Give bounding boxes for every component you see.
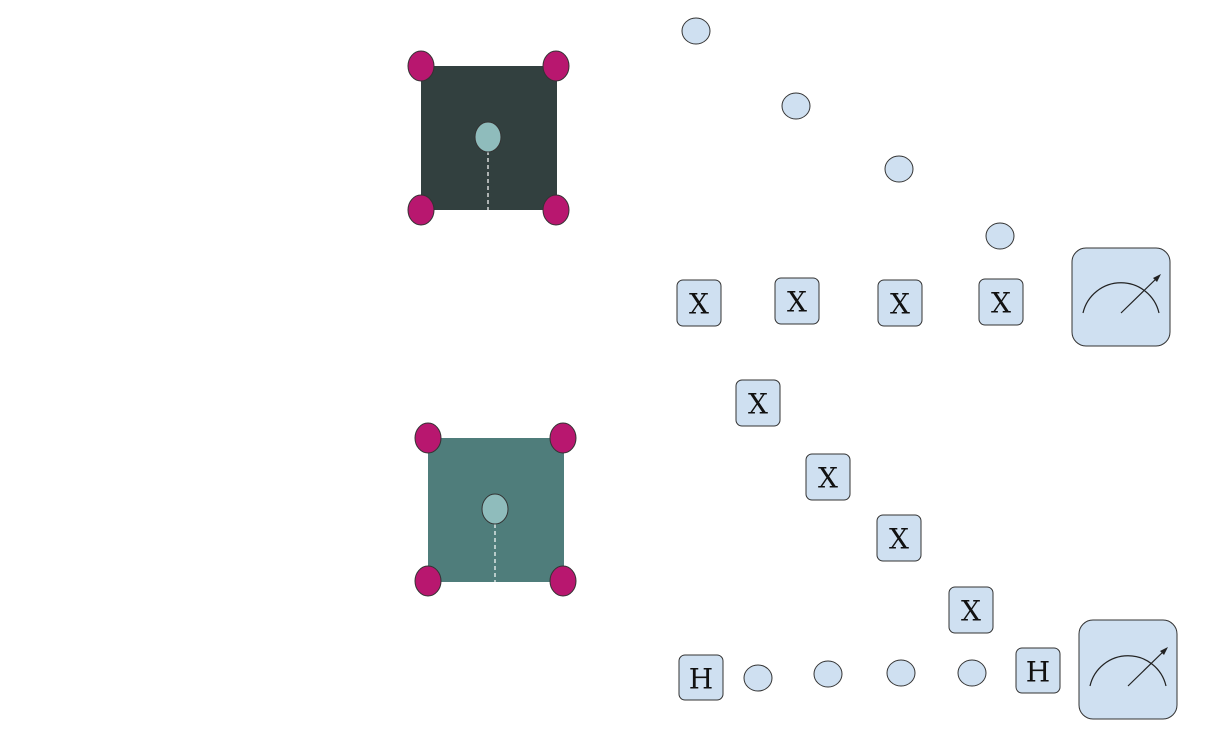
x-gate: X — [978, 278, 1024, 326]
ancilla-qubit-icon — [481, 493, 509, 525]
x-gate: X — [877, 279, 923, 327]
data-qubit-icon — [549, 422, 577, 454]
qubit-node — [884, 155, 914, 183]
x-gate-label: X — [991, 287, 1011, 320]
x-gate: X — [876, 514, 922, 562]
circuit-bottom: X X X X H H — [678, 379, 1178, 720]
qubit-node — [985, 222, 1015, 250]
x-gate-label: X — [689, 288, 709, 321]
stabilizer-bottom — [414, 422, 577, 597]
x-gate: X — [774, 277, 820, 325]
qubit-node — [681, 17, 711, 45]
data-qubit-icon — [407, 50, 435, 82]
measurement-meter-icon — [1078, 619, 1178, 720]
x-gate-label: X — [889, 523, 909, 556]
qubit-node — [781, 92, 811, 120]
x-gate-label: X — [787, 286, 807, 319]
h-gate: H — [678, 654, 724, 701]
ancilla-qubit-icon — [474, 121, 502, 153]
stabilizer-top — [407, 50, 570, 226]
x-gate-label: X — [818, 462, 838, 495]
x-gate: X — [948, 586, 994, 634]
qubit-node — [886, 659, 916, 687]
x-gate: X — [735, 379, 781, 427]
x-gate-label: X — [748, 388, 768, 421]
h-gate: H — [1015, 647, 1061, 694]
qubit-node — [957, 659, 987, 687]
x-gate-label: X — [961, 595, 981, 628]
data-qubit-icon — [407, 194, 435, 226]
data-qubit-icon — [549, 565, 577, 597]
qubit-node — [743, 664, 773, 692]
qubit-node — [813, 660, 843, 688]
data-qubit-icon — [542, 50, 570, 82]
x-gate: X — [805, 453, 851, 501]
circuit-top: X X X X — [676, 17, 1171, 347]
x-gate: X — [676, 279, 722, 327]
x-gate-label: X — [890, 288, 910, 321]
h-gate-label: H — [1026, 656, 1050, 689]
data-qubit-icon — [542, 194, 570, 226]
h-gate-label: H — [689, 663, 713, 696]
measurement-meter-icon — [1071, 247, 1171, 347]
data-qubit-icon — [414, 565, 442, 597]
data-qubit-icon — [414, 422, 442, 454]
